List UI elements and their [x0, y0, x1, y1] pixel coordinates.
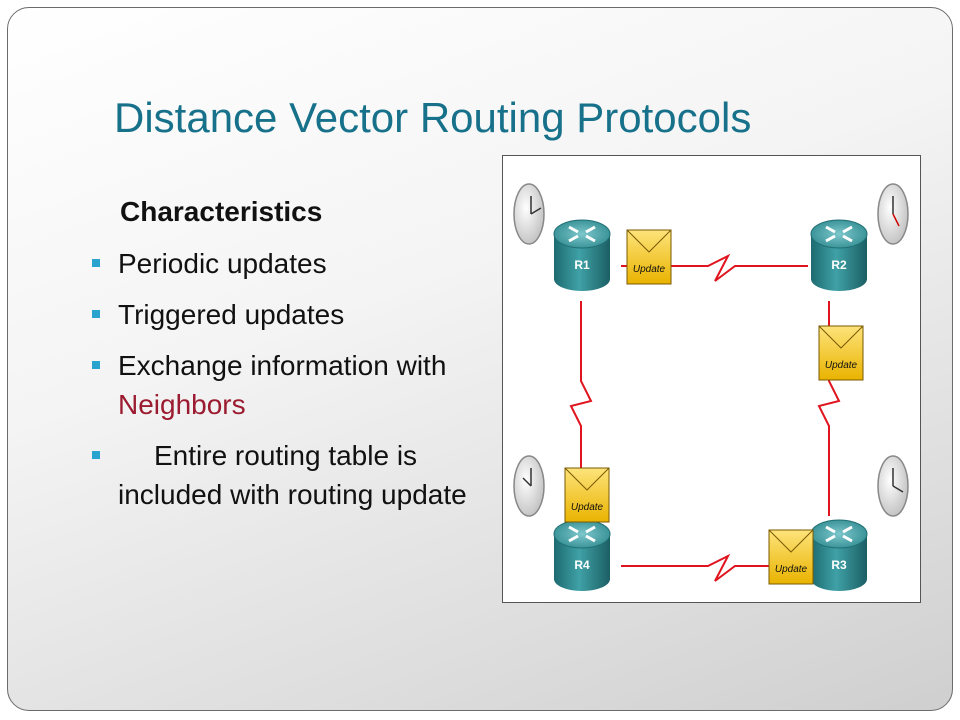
link-r1-r4 — [569, 301, 593, 516]
characteristics-heading: Characteristics — [120, 196, 323, 227]
bullet-marker-icon — [92, 259, 100, 267]
bullet-marker-icon — [92, 361, 100, 369]
link-r4-r3 — [621, 553, 808, 582]
slide-title: Distance Vector Routing Protocols — [114, 94, 752, 141]
routing-diagram-svg: R1 R2 R4 — [513, 183, 909, 591]
router-label-r2: R2 — [831, 258, 847, 272]
bullet-exchange-information: Exchange information with Neighbors — [88, 346, 488, 424]
envelope-label: Update — [825, 360, 858, 371]
update-envelope-icon: Update — [564, 467, 610, 523]
bullet-periodic-updates: Periodic updates — [88, 244, 488, 283]
clock-icon — [513, 455, 545, 517]
bullet-text: Entire routing table is included with ro… — [118, 440, 467, 510]
bullet-entire-routing-table: Entire routing table is included with ro… — [88, 436, 488, 514]
routing-diagram: R1 R2 R4 — [502, 155, 921, 603]
envelope-label: Update — [633, 264, 666, 275]
bullet-triggered-updates: Triggered updates — [88, 295, 488, 334]
bullet-marker-icon — [92, 451, 100, 459]
characteristics-list: Periodic updates Triggered updates Excha… — [88, 244, 488, 526]
router-icon-r4: R4 — [553, 519, 611, 591]
link-r1-r2 — [621, 253, 808, 282]
bullet-text: Exchange information with — [118, 350, 447, 381]
bullet-text: Periodic updates — [118, 248, 327, 279]
clock-icon — [877, 183, 909, 245]
bullet-text: Triggered updates — [118, 299, 345, 330]
envelope-label: Update — [775, 564, 808, 575]
update-envelope-icon: Update — [768, 529, 814, 585]
bullet-highlight-neighbors: Neighbors — [118, 389, 246, 420]
router-icon-r1: R1 — [553, 219, 611, 291]
router-label-r3: R3 — [831, 558, 847, 572]
clock-icon — [877, 455, 909, 517]
router-label-r1: R1 — [574, 258, 590, 272]
update-envelope-icon: Update — [626, 229, 672, 285]
bullet-marker-icon — [92, 310, 100, 318]
envelope-label: Update — [571, 502, 604, 513]
slide: Distance Vector Routing Protocols Charac… — [7, 7, 953, 711]
router-label-r4: R4 — [574, 558, 590, 572]
router-icon-r2: R2 — [810, 219, 868, 291]
update-envelope-icon: Update — [818, 325, 864, 381]
clock-icon — [513, 183, 545, 245]
router-icon-r3: R3 — [810, 519, 868, 591]
